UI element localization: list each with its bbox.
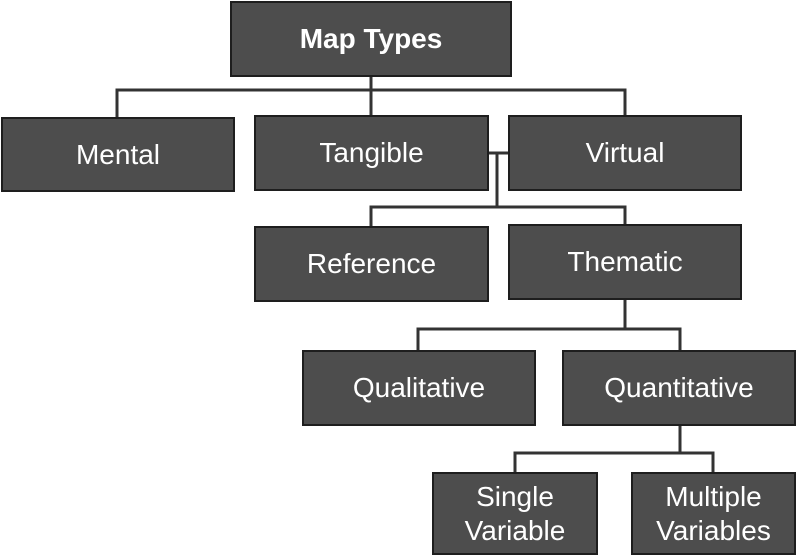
node-multiple-variables: Multiple Variables (631, 472, 796, 555)
node-thematic: Thematic (508, 224, 742, 300)
node-tangible: Tangible (254, 115, 489, 191)
node-quantitative: Quantitative (562, 350, 796, 426)
node-virtual: Virtual (508, 115, 742, 191)
node-qualitative: Qualitative (302, 350, 536, 426)
node-mental: Mental (1, 117, 235, 192)
node-map-types: Map Types (230, 1, 512, 77)
node-single-variable: Single Variable (432, 472, 598, 555)
node-reference: Reference (254, 226, 489, 302)
